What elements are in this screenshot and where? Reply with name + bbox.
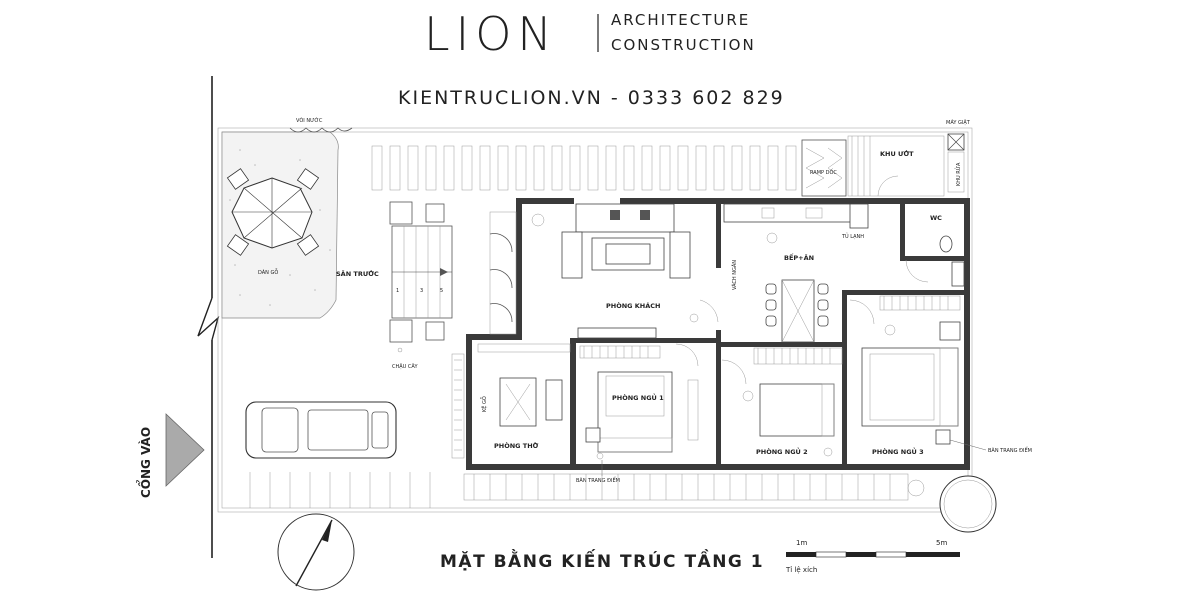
scale-5m: 5m <box>936 539 947 547</box>
drawing-title: MẶT BẰNG KIẾN TRÚC TẦNG 1 <box>440 548 764 572</box>
altar-room: KỆ GỖ PHÒNG THỜ <box>477 343 571 450</box>
label-san-truoc: SÂN TRƯỚC <box>336 269 379 278</box>
label-may-giat: MÁY GIẶT <box>946 119 971 126</box>
logo-tagline-2: CONSTRUCTION <box>611 36 756 54</box>
room-phong-ngu-3: PHÒNG NGỦ 3 <box>872 446 924 456</box>
scale-bar: 1m 5m Tỉ lệ xích <box>785 539 960 574</box>
toilet-icon <box>939 235 953 253</box>
label-chau-cay: CHẬU CÂY <box>392 363 418 370</box>
room-phong-ngu-2: PHÒNG NGỦ 2 <box>756 446 808 456</box>
water-pipe <box>289 127 353 133</box>
scale-label: Tỉ lệ xích <box>785 566 817 574</box>
label-cong-vao: CỔNG VÀO <box>136 427 153 498</box>
label-gian-go: DÀN GỖ <box>258 268 278 276</box>
scale-1m: 1m <box>796 539 807 547</box>
bedroom-2: PHÒNG NGỦ 2 <box>721 347 843 457</box>
kitchen: TỦ LẠNH BẾP+ĂN VÁCH NGĂN <box>723 203 869 343</box>
living-room: PHÒNG KHÁCH <box>531 203 719 339</box>
compass-icon <box>277 513 355 591</box>
bottom-paving <box>463 473 925 501</box>
step-label-5: 5 <box>440 288 443 294</box>
step-label-1: 1 <box>396 288 399 294</box>
garden-area: DÀN GỖ <box>221 131 339 319</box>
room-wc: WC <box>930 214 942 222</box>
room-phong-khach: PHÒNG KHÁCH <box>606 301 661 310</box>
label-vach-ngan: VÁCH NGĂN <box>731 260 738 290</box>
yard-paving <box>249 471 431 508</box>
site-boundary <box>197 76 973 558</box>
bedroom-3: PHÒNG NGỦ 3 <box>849 295 961 456</box>
umbrella-icon <box>226 168 320 256</box>
label-ban-trang-diem-2: BÀN TRANG ĐIỂM <box>988 446 1032 454</box>
logo: LION ARCHITECTURE CONSTRUCTION <box>424 7 756 61</box>
label-ban-trang-diem-1: BÀN TRANG ĐIỂM <box>576 476 620 484</box>
room-bep-an: BẾP+ĂN <box>784 252 814 262</box>
label-voi-nuoc: VÒI NƯỚC <box>296 117 323 124</box>
contact-line: KIENTRUCLION.VN - 0333 602 829 <box>398 87 785 109</box>
plant-strip <box>451 353 465 459</box>
front-doors <box>489 211 517 335</box>
ramp: RAMP DỐC <box>801 139 847 197</box>
step-label-3: 3 <box>420 288 423 294</box>
wet-area: KHU ƯỚT MÁY GIẶT KHU RỬA <box>847 119 971 197</box>
entrance-steps: 1 3 5 CHẬU CÂY <box>389 201 453 370</box>
car-icon <box>245 401 397 459</box>
entrance-arrow-icon <box>165 413 205 487</box>
label-tu-lanh: TỦ LẠNH <box>841 232 864 240</box>
logo-brand: LION <box>424 7 558 61</box>
label-khu-rua: KHU RỬA <box>954 162 962 186</box>
label-ramp-doc: RAMP DỐC <box>810 168 837 176</box>
room-phong-tho: PHÒNG THỜ <box>494 441 539 450</box>
bedroom-1: PHÒNG NGỦ 1 <box>579 343 699 460</box>
room-phong-ngu-1: PHÒNG NGỦ 1 <box>612 392 664 402</box>
logo-tagline-1: ARCHITECTURE <box>611 11 750 29</box>
label-khu-uot: KHU ƯỚT <box>880 149 914 158</box>
label-ke-go: KỆ GỖ <box>480 396 488 412</box>
stepping-stones-top <box>371 145 797 191</box>
wc: WC <box>905 214 965 287</box>
tree-icon <box>939 475 997 533</box>
house-walls <box>466 198 970 470</box>
